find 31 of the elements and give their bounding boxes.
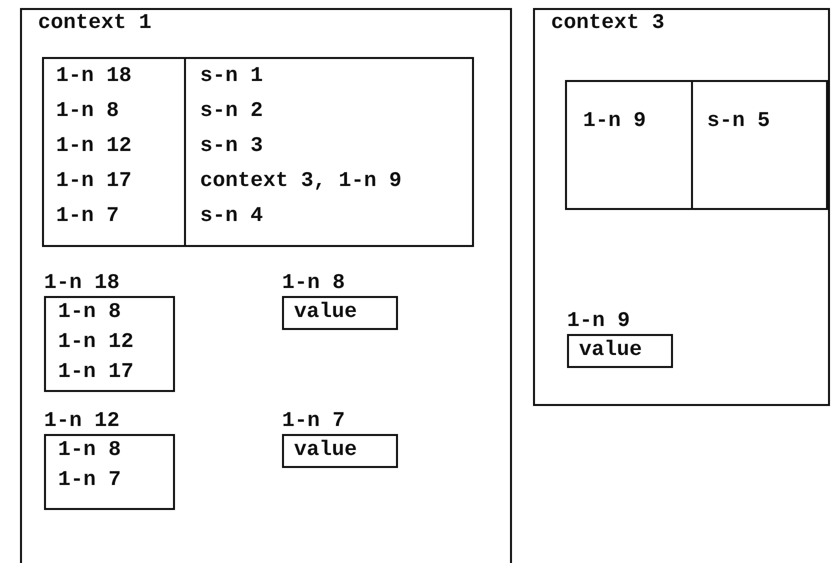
table-cell: 1-n 7 (56, 205, 120, 229)
name-label: 1-n 12 (44, 410, 120, 434)
table-cell: s-n 2 (200, 100, 264, 124)
list-entry: 1-n 8 (58, 301, 122, 325)
context-title: context 1 (38, 12, 152, 36)
name-label: 1-n 18 (44, 272, 120, 296)
table-cell: s-n 1 (200, 65, 264, 89)
name-label: 1-n 8 (282, 272, 346, 296)
name-table (565, 80, 828, 210)
table-cell: 1-n 9 (583, 110, 646, 134)
value-text: value (294, 439, 358, 463)
value-text: value (294, 301, 358, 325)
table-cell: 1-n 8 (56, 100, 120, 124)
name-label: 1-n 7 (282, 410, 346, 434)
table-cell: s-n 4 (200, 205, 264, 229)
table-cell: s-n 3 (200, 135, 264, 159)
value-text: value (579, 339, 642, 363)
table-cell: 1-n 17 (56, 170, 132, 194)
list-entry: 1-n 8 (58, 439, 122, 463)
list-entry: 1-n 12 (58, 331, 134, 355)
context-title: context 3 (551, 12, 664, 36)
table-cell: s-n 5 (707, 110, 770, 134)
table-cell: 1-n 12 (56, 135, 132, 159)
name-table (42, 57, 474, 247)
list-entry: 1-n 17 (58, 361, 134, 385)
list-entry: 1-n 7 (58, 469, 122, 493)
context-frame (20, 8, 512, 563)
context-frame (533, 8, 830, 406)
table-cell: context 3, 1-n 9 (200, 170, 402, 194)
name-label: 1-n 9 (567, 310, 630, 334)
table-cell: 1-n 18 (56, 65, 132, 89)
